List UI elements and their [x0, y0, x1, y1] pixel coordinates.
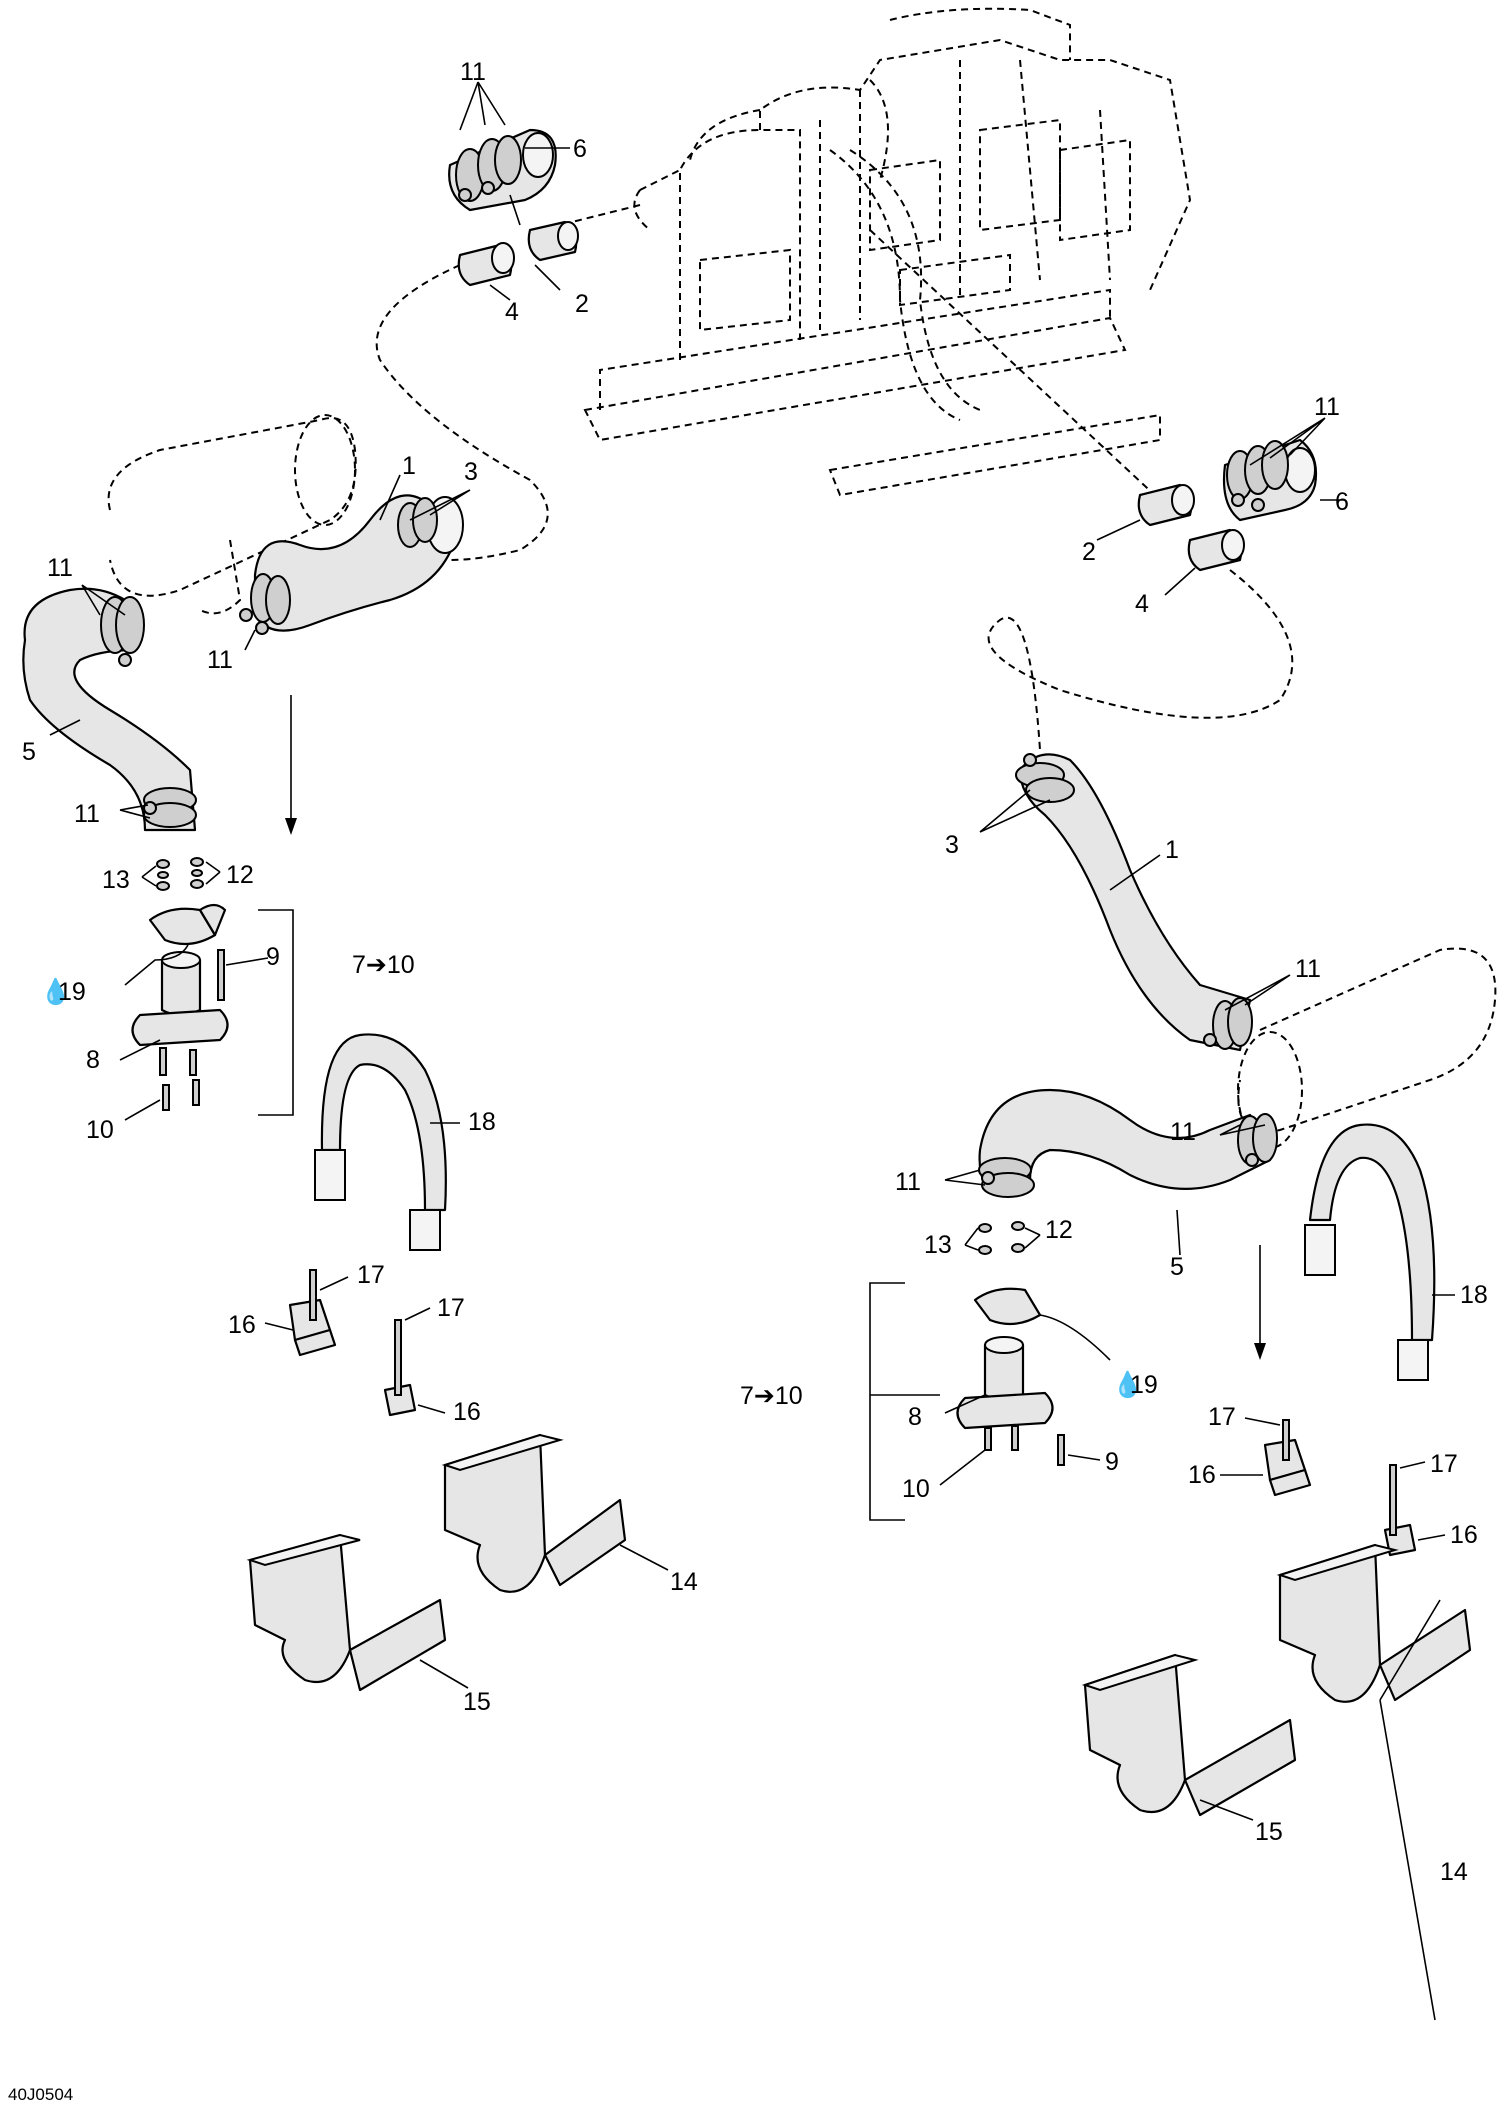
callout: 8: [908, 1403, 922, 1431]
callout: 8: [86, 1046, 100, 1074]
callout: 2: [1082, 538, 1096, 566]
callout: 9: [1105, 1448, 1119, 1476]
callout: 11: [1314, 393, 1340, 421]
callout: 10: [86, 1116, 114, 1144]
cradle-block-right-14: [1276, 1543, 1472, 1703]
callout: 12: [226, 861, 254, 889]
nuts-washers-left: [156, 857, 204, 891]
callout: 17: [1430, 1450, 1458, 1478]
callout: 14: [670, 1568, 698, 1596]
hose-upper-left: [239, 494, 464, 635]
callout: 4: [1135, 590, 1149, 618]
callout: 10: [902, 1475, 930, 1503]
callout: 1: [1165, 836, 1179, 864]
callout: 1: [402, 452, 416, 480]
callout: 16: [453, 1398, 481, 1426]
callout: 18: [468, 1108, 496, 1136]
callout: 15: [463, 1688, 491, 1716]
callout: 14: [1440, 1858, 1468, 1886]
callout: 13: [924, 1231, 952, 1259]
callout: 5: [1170, 1253, 1184, 1281]
callout: 3: [945, 831, 959, 859]
diagram-reference-code: 40J0504: [8, 2085, 73, 2104]
callout: 19: [1130, 1371, 1158, 1399]
flange-assembly-left: [131, 903, 294, 1116]
clips-left: [288, 1269, 417, 1417]
callout: 6: [573, 135, 587, 163]
assembly-arrow-right: [1254, 1245, 1266, 1360]
cradle-block-right-15: [1081, 1653, 1297, 1817]
callout: 17: [437, 1294, 465, 1322]
connector-sleeves-upper: [457, 220, 579, 287]
nuts-washers-right: [978, 1221, 1025, 1255]
callout: 17: [1208, 1403, 1236, 1431]
callout: 11: [460, 58, 486, 86]
callout: 11: [1295, 955, 1321, 983]
hose-right-long: [1015, 753, 1253, 1052]
strap-left: [314, 1033, 447, 1251]
flange-assembly-right: [869, 1282, 1065, 1521]
callout: 3: [464, 458, 478, 486]
assembly-arrow-left: [285, 695, 297, 835]
callout: 11: [1170, 1118, 1196, 1146]
callout: 11: [895, 1168, 921, 1196]
callout: 6: [1335, 488, 1349, 516]
left-muffler-outline: [107, 414, 357, 615]
callout: 16: [1450, 1521, 1478, 1549]
callout: 5: [22, 738, 36, 766]
hose-upper-left-5: [22, 587, 197, 832]
callout-labels: 11 6 2 4 1 3 11 11 5 11 13 12 9 7➔10 💧 1…: [22, 58, 1488, 1886]
callout: 13: [102, 866, 130, 894]
callout: 11: [207, 646, 233, 674]
leader-lines: [49, 81, 1455, 2021]
strap-right: [1304, 1123, 1436, 1381]
callout: 7➔10: [740, 1382, 803, 1410]
engine-outline: [375, 7, 1294, 751]
callout: 12: [1045, 1216, 1073, 1244]
right-muffler-outline: [1237, 947, 1497, 1149]
callout: 11: [47, 554, 73, 582]
callout: 11: [74, 800, 100, 828]
hose-right-5: [978, 1088, 1278, 1198]
callout: 💧: [1112, 1370, 1143, 1399]
callout: 16: [1188, 1461, 1216, 1489]
connector-sleeves-right: [1137, 483, 1245, 572]
callout: 18: [1460, 1281, 1488, 1309]
callout: 9: [266, 943, 280, 971]
callout: 💧: [40, 977, 71, 1006]
callout: 7➔10: [352, 951, 415, 979]
callout: 4: [505, 298, 519, 326]
clamp-assembly-upper: [448, 128, 557, 212]
cradle-block-left-14: [441, 1433, 627, 1593]
callout: 2: [575, 290, 589, 318]
callout: 19: [58, 978, 86, 1006]
callout: 17: [357, 1261, 385, 1289]
callout: 15: [1255, 1818, 1283, 1846]
cradle-block-left-15: [246, 1533, 447, 1692]
callout: 16: [228, 1311, 256, 1339]
clamp-assembly-right: [1222, 438, 1318, 522]
clips-right: [1263, 1419, 1417, 1557]
